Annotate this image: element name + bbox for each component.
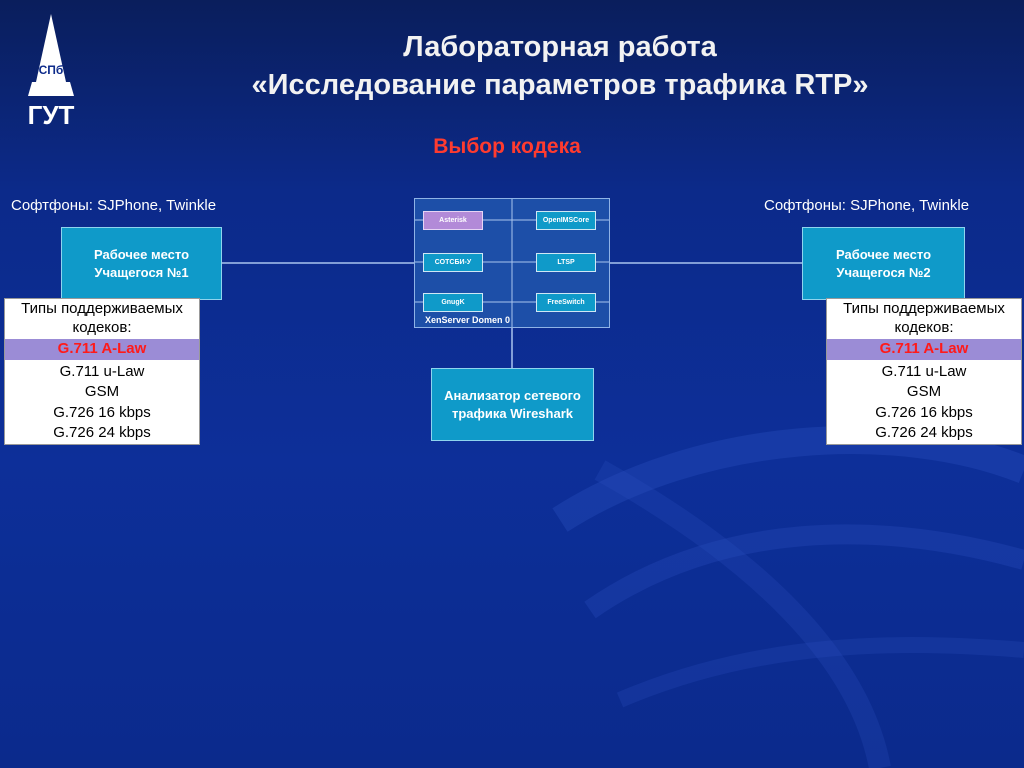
codec-header-line-2: кодеков:: [72, 319, 132, 336]
codec-item[interactable]: GSM: [84, 383, 120, 400]
codec-header-line-1: Типы поддерживаемых: [843, 300, 1005, 317]
vm-openimscore[interactable]: OpenIMSCore: [536, 211, 596, 230]
codec-item[interactable]: GSM: [906, 383, 942, 400]
codec-item[interactable]: G.711 u-Law: [881, 362, 967, 380]
codec-item[interactable]: G.711 u-Law: [59, 362, 145, 380]
workstation-1-line-1: Рабочее место: [93, 246, 190, 262]
vm-ltsp[interactable]: LTSP: [536, 253, 596, 272]
codec-item[interactable]: G.726 24 kbps: [53, 424, 151, 441]
codec-header-line-1: Типы поддерживаемых: [21, 300, 183, 317]
page-subtitle: Выбор кодека: [433, 135, 581, 158]
title-line-2: «Исследование параметров трафика RTP»: [251, 69, 869, 101]
codec-list-left: Типы поддерживаемых кодеков: G.711 A-Law…: [4, 298, 200, 445]
title-line-1: Лабораторная работа: [403, 31, 717, 63]
domain-label: XenServer Domen 0: [425, 315, 511, 325]
page-title: Лабораторная работа «Исследование параме…: [150, 28, 970, 104]
codec-item-selected[interactable]: G.711 A-Law: [827, 339, 1021, 360]
softphones-label-right: Софтфоны: SJPhone, Twinkle: [764, 197, 970, 214]
wireshark-analyzer[interactable]: Анализатор сетевого трафика Wireshark: [431, 368, 594, 441]
vm-asterisk[interactable]: Asterisk: [423, 211, 483, 230]
workstation-1[interactable]: Рабочее место Учащегося №1: [61, 227, 222, 300]
codec-item[interactable]: G.726 16 kbps: [875, 403, 973, 421]
xenserver-box[interactable]: Asterisk OpenIMSCore СОТСБИ-У LTSP GnugK…: [414, 198, 610, 328]
vm-freeswitch[interactable]: FreeSwitch: [536, 293, 596, 312]
analyzer-line-2: трафика Wireshark: [452, 405, 573, 421]
vm-sotsbi[interactable]: СОТСБИ-У: [423, 253, 483, 272]
codec-item[interactable]: G.726 16 kbps: [53, 403, 151, 421]
workstation-2-line-2: Учащегося №2: [836, 264, 931, 280]
codec-item-selected[interactable]: G.711 A-Law: [5, 339, 199, 360]
codec-header-line-2: кодеков:: [894, 319, 954, 336]
svg-text:ГУТ: ГУТ: [28, 100, 75, 130]
codec-item[interactable]: G.726 24 kbps: [875, 424, 973, 441]
analyzer-line-1: Анализатор сетевого: [444, 387, 581, 403]
softphones-label-left: Софтфоны: SJPhone, Twinkle: [11, 197, 217, 214]
svg-text:СПб: СПб: [39, 63, 64, 77]
spb-gut-logo: СПб ГУТ: [28, 14, 75, 130]
workstation-2-line-1: Рабочее место: [835, 246, 932, 262]
workstation-1-line-2: Учащегося №1: [94, 264, 189, 280]
vm-gnugk[interactable]: GnugK: [423, 293, 483, 312]
codec-list-right: Типы поддерживаемых кодеков: G.711 A-Law…: [826, 298, 1022, 445]
workstation-2[interactable]: Рабочее место Учащегося №2: [802, 227, 965, 300]
